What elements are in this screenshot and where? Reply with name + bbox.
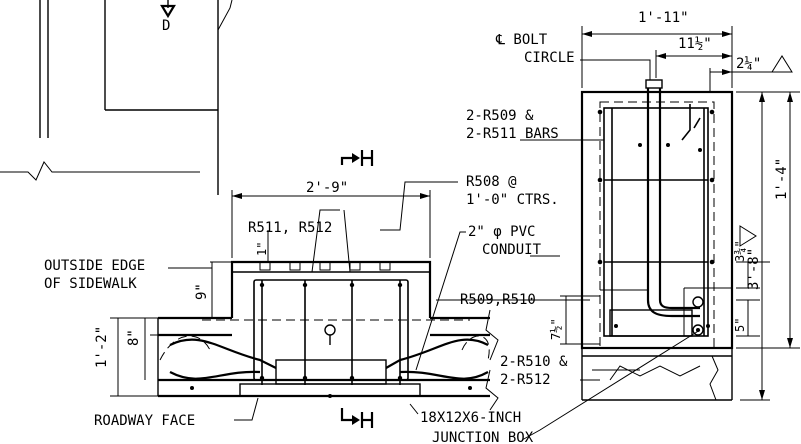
label-outside-edge-2: OF SIDEWALK xyxy=(44,276,137,292)
label-pvc-2: CONDUIT xyxy=(482,242,542,258)
label-dim-9: 9" xyxy=(194,283,210,300)
label-dim-8: 8" xyxy=(126,329,142,346)
label-dim-1-2: 1'-2" xyxy=(94,326,110,368)
label-dim-5: 5" xyxy=(733,318,747,332)
label-dim-11-half: 11½" xyxy=(678,36,712,52)
label-dim-1: 1" xyxy=(255,242,269,256)
label-r510-r512-1: 2-R510 & xyxy=(500,354,568,370)
section-mark-d: D xyxy=(162,18,170,34)
label-pvc-1: 2" φ PVC xyxy=(468,224,535,240)
label-dim-2-quarter: 2¼" xyxy=(736,56,761,72)
section-cut-bottom xyxy=(340,408,374,428)
label-dim-3-8: 3'-8" xyxy=(746,248,762,290)
label-bolt-circle-1: ℄ BOLT xyxy=(495,32,548,48)
label-jbox-2: JUNCTION BOX xyxy=(432,430,534,444)
label-roadway-face: ROADWAY FACE xyxy=(94,413,195,429)
plan-view xyxy=(110,190,499,411)
label-bars-509-511-1: 2-R509 & xyxy=(466,108,534,124)
label-bars-509-511-2: 2-R511 BARS xyxy=(466,126,559,142)
label-dim-3-three-quarter: 3¾" xyxy=(733,240,747,262)
label-dim-2-9: 2'-9" xyxy=(306,180,348,196)
label-jbox-1: 18X12X6-INCH xyxy=(420,410,521,426)
label-dim-7-half: 7½" xyxy=(549,318,563,340)
label-outside-edge-1: OUTSIDE EDGE xyxy=(44,258,145,274)
label-r510-r512-2: 2-R512 xyxy=(500,372,551,388)
section-cut-top xyxy=(340,150,374,166)
label-dim-1-11: 1'-11" xyxy=(638,10,689,26)
label-bolt-circle-2: CIRCLE xyxy=(524,50,575,66)
label-r508-2: 1'-0" CTRS. xyxy=(466,192,559,208)
section-view xyxy=(560,26,800,401)
labels: ℄ BOLT CIRCLE 1'-11" 11½" 2¼" 2-R509 & 2… xyxy=(44,10,790,444)
label-r511-r512: R511, R512 xyxy=(248,220,332,236)
upper-left-plan: D xyxy=(0,0,233,195)
label-r508-1: R508 @ xyxy=(466,174,517,190)
leaders xyxy=(168,139,701,441)
label-dim-1-4: 1'-4" xyxy=(774,158,790,200)
label-r509-r510: R509,R510 xyxy=(460,292,536,308)
